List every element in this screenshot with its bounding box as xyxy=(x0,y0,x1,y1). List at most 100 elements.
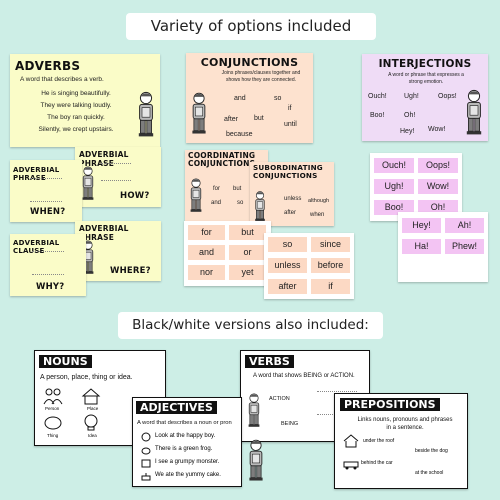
kid-figure-icon xyxy=(462,84,486,140)
adverbial-phrase-title: ADVERBIAL PHRASE xyxy=(79,150,129,168)
bottom-banner-text: Black/white versions also included: xyxy=(132,317,369,333)
kid-figure-icon xyxy=(245,432,267,488)
chip: nor xyxy=(188,265,225,280)
adverbs-example: The boy ran quickly. xyxy=(47,114,105,121)
monster-icon xyxy=(141,459,151,468)
chip: so xyxy=(268,237,307,252)
sub-word: unless xyxy=(284,196,302,202)
adverbial-phrase-when-card: ADVERBIAL PHRASE WHEN? xyxy=(10,160,82,222)
chip: after xyxy=(268,279,307,294)
adverbs-title: ADVERBS xyxy=(15,59,81,73)
coord-word: so xyxy=(237,200,244,206)
verbs-definition: A word that shows BEING or ACTION. xyxy=(253,373,355,379)
adjectives-definition: A word that describes a noun or pron xyxy=(137,420,232,426)
adjectives-example: There is a green frog. xyxy=(155,446,213,452)
prep-example: behind the car xyxy=(361,460,393,466)
thing-icon xyxy=(44,416,62,430)
adverbial-clause-card: ADVERBIAL CLAUSE WHY? xyxy=(10,234,86,296)
interjection-chips-card-b: Hey! Ah! Ha! Phew! xyxy=(398,212,488,282)
interj-word: Wow! xyxy=(428,126,446,133)
nouns-title: NOUNS xyxy=(39,355,92,368)
interjections-card: INTERJECTIONS A word or phrase that expr… xyxy=(362,54,488,141)
frog-icon xyxy=(141,447,151,455)
adjectives-example: Look at the happy boy. xyxy=(155,433,216,439)
placeholder-lines xyxy=(30,178,62,202)
noun-label: Idea xyxy=(88,433,97,438)
adverbs-examples: He is singing beautifully. They were tal… xyxy=(26,88,126,136)
interjections-title: INTERJECTIONS xyxy=(378,58,472,70)
adjectives-examples: Look at the happy boy. There is a green … xyxy=(155,430,221,482)
kid-figure-icon xyxy=(252,186,268,226)
adverbial-clause-title: ADVERBIAL CLAUSE xyxy=(13,239,60,255)
placeholder-lines xyxy=(101,163,131,181)
kid-figure-icon xyxy=(188,85,210,141)
nouns-card: NOUNS A person, place, thing or idea. Pe… xyxy=(34,350,166,446)
prep-example: under the roof xyxy=(363,438,395,444)
top-banner: Variety of options included xyxy=(126,13,376,40)
conj-word: because xyxy=(226,131,253,138)
interj-word: Boo! xyxy=(370,112,385,119)
adverbs-example: Silently, we crept upstairs. xyxy=(38,126,114,133)
chip: but xyxy=(229,225,266,240)
subordinating-card: SUBORDINATING CONJUNCTIONS unless althou… xyxy=(250,162,334,226)
adverbial-question: WHY? xyxy=(36,282,65,292)
coordinating-chips-card: for but and or nor yet xyxy=(184,221,271,286)
place-icon xyxy=(81,388,101,405)
prepositions-card: PREPOSITIONS Links nouns, pronouns and p… xyxy=(334,393,468,489)
conjunctions-card: CONJUNCTIONS Joins phrases/clauses toget… xyxy=(186,53,313,143)
adjectives-title: ADJECTIVES xyxy=(136,401,217,414)
interj-word: Ugh! xyxy=(404,93,419,100)
cake-icon xyxy=(141,473,151,481)
adjectives-card: ADJECTIVES A word that describes a noun … xyxy=(132,397,242,487)
chip: if xyxy=(311,279,350,294)
interjection-chips-card-a: Ouch! Oops! Ugh! Wow! Boo! Oh! xyxy=(370,153,462,221)
adverbial-phrase-title: ADVERBIAL PHRASE xyxy=(79,224,129,242)
conjunctions-definition: Joins phrases/clauses together and shows… xyxy=(221,70,301,83)
house-icon xyxy=(343,434,359,448)
chip: Wow! xyxy=(418,179,458,194)
interj-word: Oh! xyxy=(404,112,416,119)
prepositions-definition: Links nouns, pronouns and phrases in a s… xyxy=(357,417,453,431)
sub-word: although xyxy=(308,198,330,204)
kid-figure-icon xyxy=(245,385,263,435)
chip: Boo! xyxy=(374,200,414,215)
top-banner-text: Variety of options included xyxy=(150,17,352,35)
chip: before xyxy=(311,258,350,273)
chip: since xyxy=(311,237,350,252)
adverbial-question: WHERE? xyxy=(110,266,151,276)
chip: Oops! xyxy=(418,158,458,173)
interj-word: Oops! xyxy=(438,93,457,100)
idea-icon xyxy=(84,414,98,431)
noun-label: Place xyxy=(87,406,99,411)
adjectives-example: I see a grumpy monster. xyxy=(155,459,220,465)
chip: or xyxy=(229,245,266,260)
conj-word: so xyxy=(274,95,282,102)
chip: for xyxy=(188,225,225,240)
adverbial-question: WHEN? xyxy=(30,207,66,217)
coord-word: for xyxy=(213,186,221,192)
adjectives-example: We ate the yummy cake. xyxy=(155,472,221,478)
adverbs-card: ADVERBS A word that describes a verb. He… xyxy=(10,54,160,147)
chip: Ha! xyxy=(402,239,441,254)
chip: unless xyxy=(268,258,307,273)
prepositions-title: PREPOSITIONS xyxy=(340,398,440,411)
conj-word: and xyxy=(234,95,246,102)
prep-example: beside the dog xyxy=(415,448,448,454)
coordinating-title: COORDINATING CONJUNCTIONS xyxy=(188,151,256,168)
chip: Phew! xyxy=(445,239,484,254)
adverbs-definition: A word that describes a verb. xyxy=(20,76,104,83)
conj-word: until xyxy=(284,121,297,128)
sub-word: after xyxy=(284,210,297,216)
adverbial-phrase-how-card: ADVERBIAL PHRASE HOW? xyxy=(75,147,161,207)
adverbial-question: HOW? xyxy=(120,191,150,201)
bottom-banner: Black/white versions also included: xyxy=(118,312,383,339)
chip: Hey! xyxy=(402,218,441,233)
interjections-definition: A word or phrase that expresses a strong… xyxy=(388,72,464,85)
chip: Ugh! xyxy=(374,179,414,194)
verb-label: ACTION xyxy=(269,396,290,402)
adverbial-phrase-title: ADVERBIAL PHRASE xyxy=(13,166,60,182)
verbs-title: VERBS xyxy=(245,355,294,368)
chip: Ah! xyxy=(445,218,484,233)
noun-label: Person xyxy=(45,406,60,411)
noun-label: Thing xyxy=(47,433,59,438)
